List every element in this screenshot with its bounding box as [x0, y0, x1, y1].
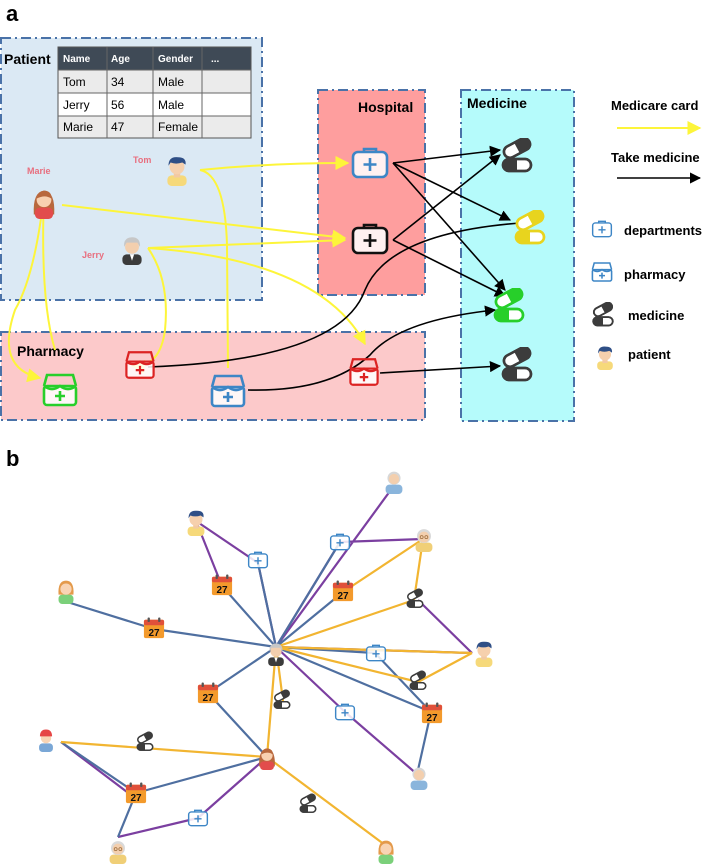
medicine-node-icon	[135, 731, 155, 752]
hospital-title: Hospital	[358, 99, 413, 115]
patient-node-icon	[385, 471, 403, 494]
medicine-title: Medicine	[467, 95, 527, 111]
medicine-node-icon	[272, 689, 292, 710]
table-cell: Jerry	[63, 98, 90, 112]
patient-node-icon	[475, 641, 493, 667]
table-header-gender: Gender	[158, 54, 193, 65]
legend-take-label: Take medicine	[611, 150, 700, 165]
department-node-icon	[334, 703, 356, 721]
patient-node-icon	[378, 840, 394, 864]
table-header-name: Name	[63, 54, 91, 65]
department-node-icon	[247, 551, 269, 569]
graph-edges	[60, 486, 473, 846]
patient-label-marie: Marie	[27, 166, 51, 176]
department-node-icon	[365, 644, 387, 662]
medicine-node-icon	[298, 793, 318, 814]
calendar-day-label: 27	[216, 585, 228, 596]
patient-label-tom: Tom	[133, 155, 151, 165]
patient-node-icon	[187, 510, 205, 536]
table-cell: 34	[111, 75, 125, 89]
department-kit-icon	[351, 223, 389, 255]
calendar-labels: 27 27 27 27 27 27	[130, 585, 438, 804]
legend-medicare-label: Medicare card	[611, 98, 698, 113]
table-cell: 56	[111, 98, 125, 112]
legend-departments-label: departments	[624, 223, 702, 238]
hospital-region	[317, 89, 426, 296]
calendar-day-label: 27	[148, 628, 160, 639]
department-node-icon	[187, 809, 209, 827]
legend-medicine-icon	[591, 302, 615, 327]
table-header-more: ...	[211, 54, 220, 65]
patient-title: Patient	[4, 51, 51, 67]
calendar-day-label: 27	[337, 591, 349, 602]
medicine-node-icon	[405, 588, 425, 609]
legend-pharmacy-label: pharmacy	[624, 267, 686, 282]
table-cell: 47	[111, 120, 125, 134]
legend-departments-icon	[591, 220, 613, 238]
calendar-day-label: 27	[426, 713, 438, 724]
table-cell: Male	[158, 75, 184, 89]
patient-node-icon	[109, 840, 127, 865]
take-medicine-edges	[147, 145, 537, 391]
graph-nodes	[39, 471, 493, 865]
pharmacy-title: Pharmacy	[17, 343, 84, 359]
legend: Medicare card Take medicine departments …	[591, 98, 702, 370]
table-cell: Tom	[63, 75, 86, 89]
panel-b-label: b	[6, 446, 19, 471]
legend-medicine-label: medicine	[628, 308, 684, 323]
table-header-age: Age	[111, 54, 130, 65]
table-cell: Female	[158, 120, 198, 134]
legend-patient-label: patient	[628, 347, 671, 362]
panel-a-label: a	[6, 1, 19, 26]
legend-pharmacy-icon	[591, 262, 613, 282]
patient-node-icon	[268, 643, 284, 666]
table-cell: Male	[158, 98, 184, 112]
patient-label-jerry: Jerry	[82, 250, 104, 260]
legend-patient-icon	[597, 346, 613, 370]
calendar-day-label: 27	[202, 693, 214, 704]
patient-node-icon	[58, 580, 74, 604]
department-node-icon	[329, 533, 351, 551]
patient-node-icon	[39, 729, 53, 752]
patient-node-icon	[415, 528, 433, 553]
patient-table: Name Age Gender ... Tom 34 Male Jerry 56…	[57, 46, 252, 139]
table-cell: Marie	[63, 120, 93, 134]
calendar-day-label: 27	[130, 793, 142, 804]
department-kit-icon	[351, 147, 389, 179]
